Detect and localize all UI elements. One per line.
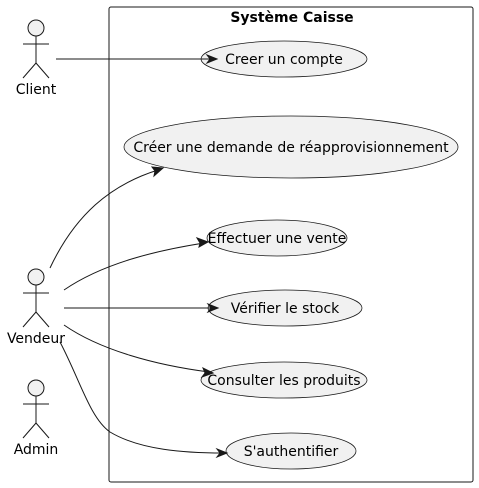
relation-vendeur-authentifier (59, 341, 229, 459)
use-case-label: Creer un compte (225, 52, 343, 68)
actor-head (27, 379, 45, 397)
use-case-verifier-stock[interactable]: Vérifier le stock (207, 289, 363, 327)
use-case-label: Consulter les produits (207, 373, 360, 389)
use-case-authentifier[interactable]: S'authentifier (225, 432, 357, 470)
actor-admin[interactable]: Admin (14, 379, 59, 458)
system-title: Système Caisse (230, 10, 353, 26)
actor-label: Client (16, 82, 57, 98)
actor-vendeur[interactable]: Vendeur (7, 268, 65, 347)
relation-vendeur-verifier-stock (64, 302, 220, 314)
actor-label: Vendeur (7, 331, 65, 347)
use-case-demande-reappro[interactable]: Créer une demande de réapprovisionnement (123, 115, 459, 179)
use-case-label: Effectuer une vente (208, 231, 347, 247)
use-case-label: S'authentifier (244, 444, 339, 460)
relation-vendeur-consulter-produits (63, 324, 215, 379)
actor-head (27, 268, 45, 286)
actor-label: Admin (14, 442, 59, 458)
use-case-creer-compte[interactable]: Creer un compte (200, 40, 368, 78)
use-case-effectuer-vente[interactable]: Effectuer une vente (206, 219, 348, 257)
actor-head (27, 19, 45, 37)
use-case-consulter-produits[interactable]: Consulter les produits (200, 361, 368, 399)
use-case-label: Créer une demande de réapprovisionnement (133, 140, 449, 156)
relation-vendeur-demande-reappro (49, 166, 165, 269)
relation-vendeur-effectuer-vente (63, 237, 210, 291)
relation-client-creer-compte (56, 53, 219, 65)
use-case-label: Vérifier le stock (231, 301, 340, 317)
actor-client[interactable]: Client (16, 19, 57, 98)
